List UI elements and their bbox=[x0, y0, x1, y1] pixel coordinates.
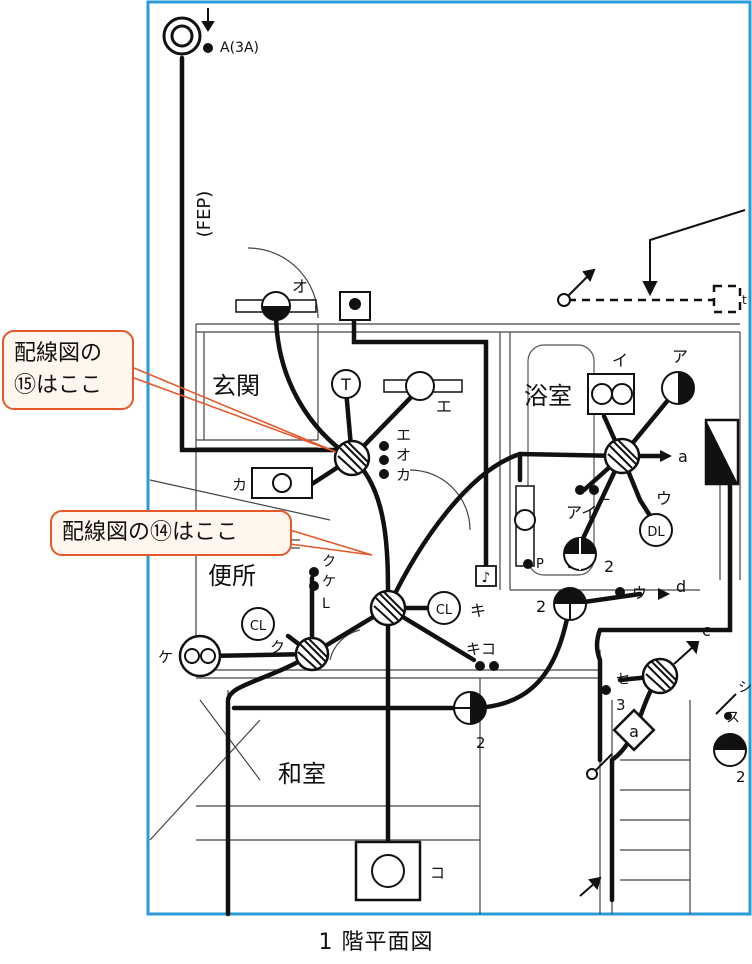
diamond-a-icon bbox=[612, 708, 656, 752]
switch-note-icon: ♪ bbox=[475, 565, 497, 587]
switch-dots-eoka bbox=[379, 441, 389, 479]
ceiling-light-ka-icon bbox=[251, 467, 313, 499]
label-e: エ bbox=[396, 426, 411, 444]
label-ku: ク bbox=[270, 638, 285, 656]
label-cl-toilet: CL bbox=[250, 619, 267, 634]
junction-box-toilet-icon bbox=[294, 636, 330, 672]
label-se: セ bbox=[616, 672, 630, 688]
water-heater-p-icon bbox=[514, 485, 536, 569]
label-ke: ケ bbox=[158, 648, 173, 666]
arrow-down-icon bbox=[579, 876, 602, 897]
label-dl: DL bbox=[647, 525, 665, 540]
label-cl-hall: CL bbox=[436, 603, 453, 618]
label-d: d bbox=[676, 577, 686, 596]
label-ka-small: カ bbox=[396, 466, 411, 484]
label-shi: シ bbox=[738, 680, 752, 696]
bath-outlet-icon bbox=[563, 537, 597, 571]
dashed-lines bbox=[568, 284, 742, 314]
label-u: ウ bbox=[656, 489, 672, 508]
junction-box-bath-icon bbox=[603, 437, 641, 475]
switch-dot-se bbox=[601, 685, 611, 695]
service-label: A(3A) bbox=[220, 40, 259, 56]
service-entrance-icon bbox=[162, 16, 213, 56]
outdoor-outlet-icon bbox=[557, 268, 596, 307]
supply-arrows bbox=[201, 8, 746, 297]
label-L-toilet: L bbox=[322, 596, 330, 612]
plan-frame bbox=[146, 0, 752, 916]
label-a-kana: ア bbox=[672, 347, 688, 366]
label-l-bath: L bbox=[602, 489, 610, 504]
arrow-c-icon bbox=[673, 641, 700, 665]
label-ki: キ bbox=[470, 601, 486, 620]
label-p: P bbox=[536, 557, 544, 572]
fep-label: (FEP) bbox=[194, 191, 215, 238]
callout-15-line2: ⑮はここ bbox=[14, 373, 103, 398]
bathtub bbox=[527, 344, 595, 576]
label-2-wa: 2 bbox=[476, 734, 486, 752]
label-o: オ bbox=[396, 446, 411, 464]
junction-box-c-icon bbox=[641, 657, 679, 695]
figure-caption: 1 階平面図 bbox=[318, 930, 434, 955]
panel-box-icon bbox=[339, 291, 371, 321]
callout-14: 配線図の⑭はここ bbox=[50, 510, 292, 556]
label-ko: コ bbox=[430, 864, 445, 882]
bath-fixture-i-icon bbox=[587, 373, 635, 415]
label-ai: アイ bbox=[566, 503, 597, 522]
arrow-d-icon bbox=[658, 588, 670, 600]
label-T: T bbox=[340, 375, 351, 394]
label-i: イ bbox=[612, 351, 628, 370]
junction-box-15-icon bbox=[333, 439, 371, 477]
arrow-a-icon bbox=[660, 450, 672, 462]
label-ku-small: ク bbox=[322, 554, 336, 570]
label-a-diamond: a bbox=[629, 722, 639, 741]
ceiling-light-ko-icon bbox=[354, 840, 422, 902]
room-genkan: 玄関 bbox=[212, 372, 260, 400]
callout-leaders bbox=[133, 367, 373, 556]
terminal-t-icon bbox=[331, 369, 361, 399]
callout-15: 配線図の ⑮はここ bbox=[2, 330, 134, 410]
outdoor-light-a-icon bbox=[661, 371, 695, 405]
outlet-arrow-icon bbox=[586, 753, 613, 780]
room-yokushitsu: 浴室 bbox=[524, 382, 572, 410]
ceiling-light-cl-toilet-icon bbox=[241, 607, 275, 641]
fan-ke-icon bbox=[178, 634, 222, 678]
ventilation-fan-e-icon bbox=[383, 371, 463, 401]
label-2-bath: 2 bbox=[604, 557, 614, 576]
room-benjo: 便所 bbox=[208, 562, 256, 590]
svg-text:♪: ♪ bbox=[482, 570, 491, 586]
switch-dots-ai bbox=[575, 485, 599, 495]
callout-14-line1: 配線図の⑭はここ bbox=[62, 520, 239, 545]
label-ka: カ bbox=[232, 476, 247, 494]
callout-15-line1: 配線図の bbox=[14, 341, 103, 366]
junction-box-bath-lower-icon bbox=[553, 587, 587, 621]
label-a-small: a bbox=[678, 447, 688, 466]
right-edge-fixtures bbox=[713, 693, 747, 767]
label-2-left: 2 bbox=[536, 597, 546, 616]
label-t-small: t bbox=[742, 293, 747, 307]
downlight-dl-icon bbox=[639, 513, 673, 547]
label-ke-small: ケ bbox=[322, 574, 336, 590]
ceiling-light-cl-hall-icon bbox=[427, 591, 461, 625]
switch-dots-kiko bbox=[475, 661, 499, 671]
label-3: 3 bbox=[616, 696, 626, 714]
room-washitsu: 和室 bbox=[278, 760, 326, 788]
junction-box-14-icon bbox=[369, 589, 407, 627]
switch-dots-kuke bbox=[309, 567, 319, 591]
switch-dot-u-d bbox=[615, 587, 625, 597]
entrance-fixture-o-icon bbox=[235, 291, 317, 321]
stair-light-icon bbox=[453, 691, 487, 725]
label-o-top: オ bbox=[292, 277, 308, 296]
label-su: ス bbox=[726, 710, 740, 726]
label-kiko: キコ bbox=[466, 640, 496, 658]
label-u-d: ウ bbox=[632, 584, 647, 602]
label-2-right: 2 bbox=[736, 768, 746, 786]
distribution-panel-icon bbox=[704, 418, 740, 486]
label-c: c bbox=[702, 621, 711, 640]
label-e-fan: エ bbox=[436, 397, 452, 416]
